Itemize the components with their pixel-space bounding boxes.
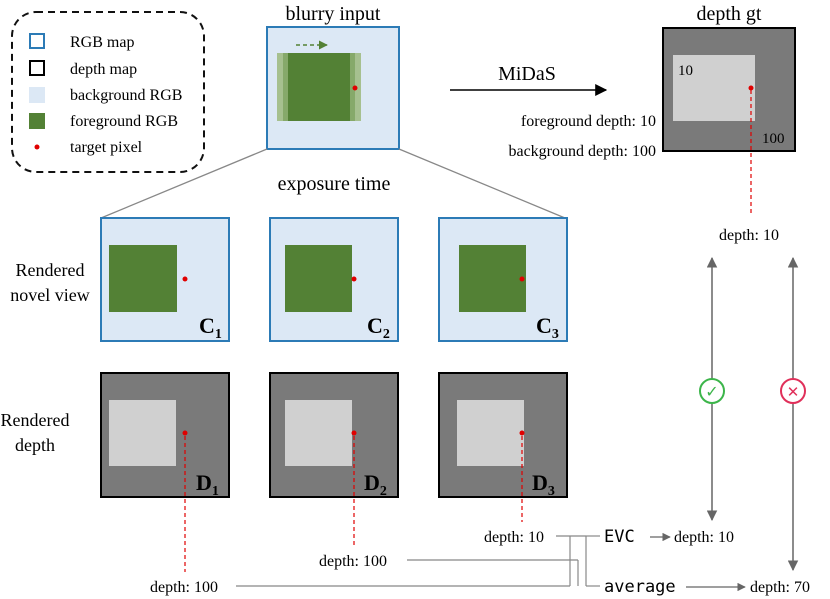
rgb-view-3: C3 — [438, 217, 568, 342]
depth-view-3-symbol: D3 — [532, 470, 555, 499]
depth-view-3-target-pixel — [519, 430, 525, 436]
depth-gt-target-pixel — [748, 85, 754, 91]
cross-icon: ✕ — [780, 378, 806, 404]
rgb-view-2-symbol: C2 — [367, 313, 390, 342]
depth-view-2-readout: depth: 100 — [319, 553, 387, 570]
legend-background-rgb-swatch — [29, 87, 45, 103]
midas-label: MiDaS — [498, 63, 556, 85]
rgb-view-3-target-pixel — [519, 276, 525, 282]
foreground-depth-label: foreground depth: 10 — [521, 113, 656, 130]
exposure-time-label: exposure time — [278, 173, 391, 195]
depth-view-1: D1 — [100, 372, 230, 499]
svg-text:✕: ✕ — [787, 383, 800, 401]
depth-view-1-target-pixel — [182, 430, 188, 436]
depth-view-1-readout: depth: 100 — [150, 579, 218, 596]
aggregation-connectors — [236, 535, 600, 587]
rgb-view-1-symbol: C1 — [199, 313, 222, 342]
legend: RGB map depth map background RGB foregro… — [11, 11, 205, 173]
legend-rgb-map-label: RGB map — [70, 34, 134, 51]
legend-background-rgb-label: background RGB — [70, 87, 182, 104]
background-depth-label: background depth: 100 — [508, 143, 656, 160]
depth-gt-fg-value: 10 — [678, 63, 693, 79]
exposure-fan-right — [398, 148, 566, 219]
legend-depth-map-swatch — [29, 60, 45, 76]
rgb-view-1: C1 — [100, 217, 230, 342]
rgb-view-1-target-pixel — [182, 276, 188, 282]
blurry-input-title: blurry input — [286, 3, 381, 25]
rgb-view-2-target-pixel — [351, 276, 357, 282]
legend-rgb-map-swatch — [29, 33, 45, 49]
check-icon: ✓ — [699, 378, 725, 404]
depth-gt-panel: 10 100 — [662, 27, 796, 152]
depth-gt-title: depth gt — [697, 3, 762, 25]
depth-gt-readout: depth: 10 — [719, 227, 779, 244]
rgb-view-3-symbol: C3 — [536, 313, 559, 342]
depth-row-label-line1: Rendered — [1, 410, 70, 430]
rgb-row-label-line1: Rendered — [16, 260, 85, 280]
legend-foreground-rgb-label: foreground RGB — [70, 113, 178, 130]
svg-text:✓: ✓ — [705, 382, 718, 401]
depth-row-label-line2: depth — [15, 435, 55, 455]
legend-target-pixel-label: target pixel — [70, 139, 143, 156]
evc-result: depth: 10 — [674, 529, 734, 546]
evc-label: EVC — [604, 527, 635, 547]
legend-target-pixel-dot — [34, 144, 40, 150]
average-label: average — [604, 577, 676, 597]
average-result: depth: 70 — [750, 579, 810, 596]
depth-view-3: D3 — [438, 372, 568, 499]
depth-view-2-symbol: D2 — [364, 470, 387, 499]
rgb-row-label-line2: novel view — [10, 285, 89, 305]
depth-view-2-target-pixel — [351, 430, 357, 436]
depth-view-1-symbol: D1 — [196, 470, 219, 499]
depth-view-2: D2 — [269, 372, 399, 499]
depth-gt-bg-value: 100 — [762, 131, 785, 147]
rgb-view-2: C2 — [269, 217, 399, 342]
depth-view-3-readout: depth: 10 — [484, 529, 544, 546]
exposure-fan-left — [100, 148, 268, 219]
blurry-target-pixel — [352, 85, 358, 91]
blurry-input-panel — [266, 26, 400, 150]
legend-depth-map-label: depth map — [70, 61, 137, 78]
legend-foreground-rgb-swatch — [29, 113, 45, 129]
